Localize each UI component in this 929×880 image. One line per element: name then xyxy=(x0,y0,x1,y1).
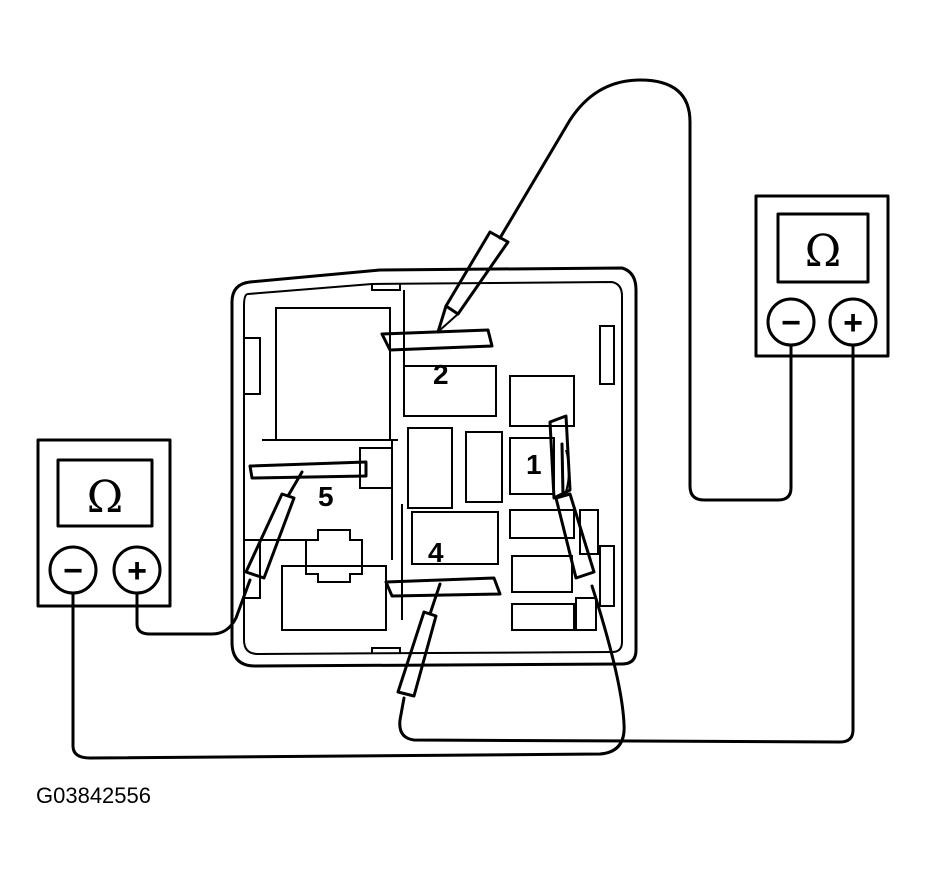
pin-label-5: 5 xyxy=(318,481,334,512)
lead-left-negative xyxy=(71,584,626,760)
probe-terminal-5 xyxy=(244,470,304,580)
right-meter-positive-terminal: + xyxy=(843,304,863,342)
lead-right-negative xyxy=(498,78,793,502)
left-ohmmeter: Ω − + xyxy=(36,438,172,608)
right-ohmmeter: Ω − + xyxy=(754,194,890,358)
right-meter-negative-terminal: − xyxy=(781,304,801,342)
test-leads xyxy=(71,78,855,760)
pin-label-2: 2 xyxy=(433,359,449,390)
right-meter-ohm-symbol: Ω xyxy=(805,226,841,277)
lead-right-positive xyxy=(398,343,855,744)
terminal-5 xyxy=(248,460,368,480)
pin-label-1: 1 xyxy=(526,449,542,480)
terminal-4 xyxy=(384,576,502,598)
left-meter-negative-terminal: − xyxy=(63,552,83,590)
lead-left-positive xyxy=(135,578,252,636)
relay-body xyxy=(230,266,638,668)
probe-terminal-1 xyxy=(554,442,596,580)
figure-code: G03842556 xyxy=(36,783,151,808)
pin-label-4: 4 xyxy=(428,537,444,568)
left-meter-positive-terminal: + xyxy=(127,552,147,590)
probe-terminal-2 xyxy=(436,230,510,334)
left-meter-ohm-symbol: Ω xyxy=(87,472,123,523)
probe-terminal-4 xyxy=(396,582,442,698)
terminal-1 xyxy=(548,414,572,500)
terminal-2 xyxy=(380,328,494,352)
